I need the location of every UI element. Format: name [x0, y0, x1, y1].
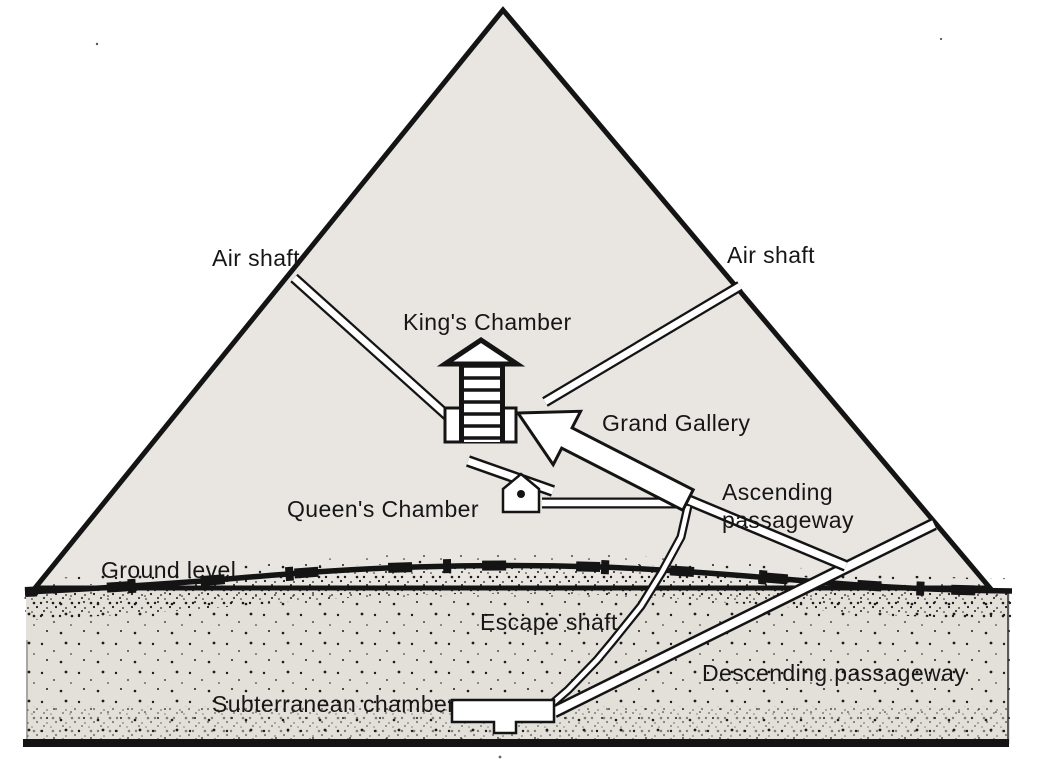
kings-chamber-roof: [436, 336, 526, 367]
queens-chamber-niche: [517, 490, 525, 498]
label-descending-passageway: Descending passageway: [702, 660, 966, 686]
escape-shaft-channel: [550, 505, 693, 707]
descending-passageway-channel: [551, 518, 937, 718]
ascending-passageway-channel: [685, 494, 849, 572]
kings-chamber-shape: [436, 336, 526, 444]
label-escape-shaft: Escape shaft: [480, 609, 618, 635]
subterranean-chamber-shape: [450, 698, 556, 735]
label-kings-chamber: King's Chamber: [403, 309, 572, 335]
label-subterranean-chamber: Subterranean chamber: [212, 691, 455, 717]
queens-chamber-upper-channel: [466, 455, 555, 497]
label-air-shaft-right: Air shaft: [727, 242, 815, 268]
speck: [939, 37, 943, 41]
label-ground-level: Ground level: [101, 557, 236, 583]
bottom-border: [23, 739, 1009, 747]
grand-gallery-shape: [515, 409, 696, 513]
ground-surface-dots: [119, 560, 881, 583]
label-ascending-passageway-line1: Ascending: [722, 479, 833, 505]
queens-chamber-shape: [501, 472, 541, 514]
speck: [498, 755, 502, 759]
label-queens-chamber: Queen's Chamber: [287, 496, 479, 522]
speck: [95, 42, 99, 46]
label-grand-gallery: Grand Gallery: [602, 410, 750, 436]
label-air-shaft-left: Air shaft: [212, 245, 300, 271]
relieving-slabs: [462, 364, 502, 440]
air-shaft-right-channel: [542, 281, 743, 407]
air-shaft-left-channel: [290, 273, 456, 425]
label-ascending-passageway-line2: passageway: [722, 507, 854, 533]
ground-stipple-band-below: [24, 567, 1013, 620]
